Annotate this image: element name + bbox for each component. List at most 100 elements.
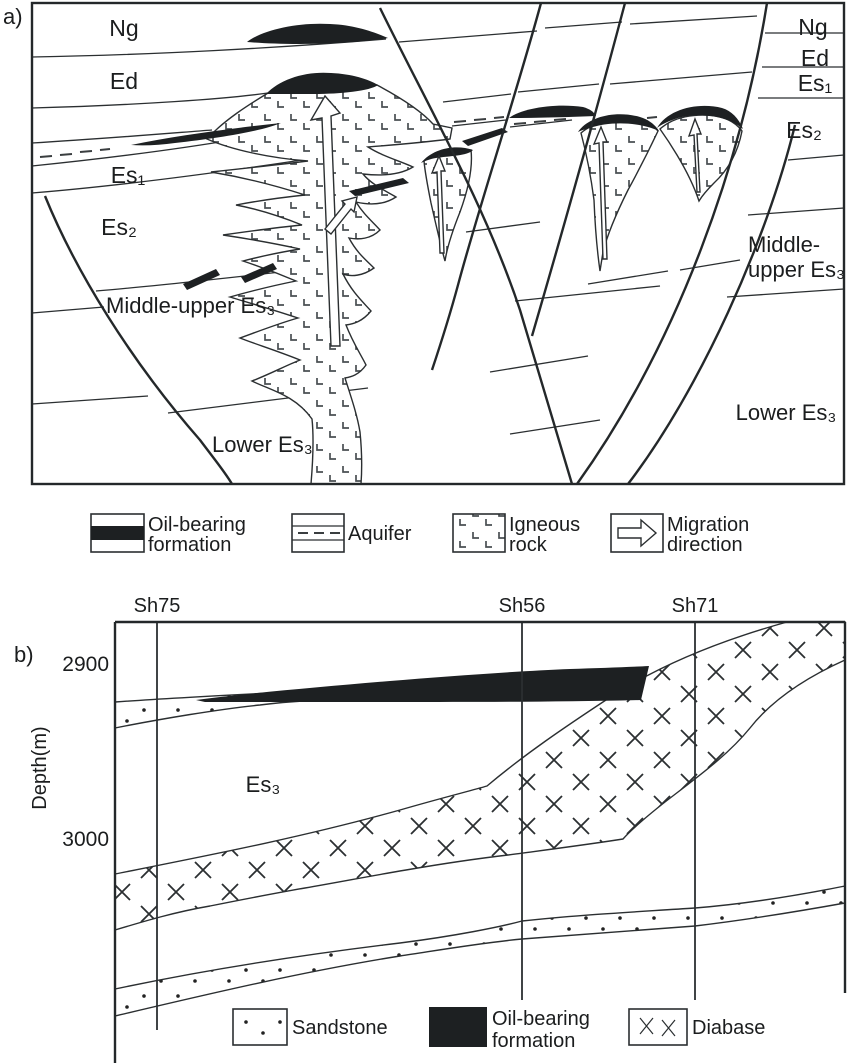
bed-left-deep-1 <box>31 306 105 314</box>
bed-g5 <box>609 71 753 85</box>
bedding-lines-right <box>398 15 845 435</box>
legend-sandstone: Sandstone <box>232 1008 388 1046</box>
legend-oil-label-2: formation <box>148 534 231 556</box>
fault-central-1 <box>378 7 574 485</box>
oil-lens-ed-crown <box>266 72 378 94</box>
stratum-ng-left: Ng <box>109 15 138 41</box>
bed-g6 <box>679 259 741 271</box>
bed-r6 <box>726 288 845 298</box>
bed-c2 <box>442 93 512 103</box>
sandstone-swatch <box>232 1008 288 1046</box>
faults <box>43 2 797 485</box>
bed-c6 <box>489 355 589 373</box>
stratum-lower-es3-left: Lower Es₃ <box>212 432 313 457</box>
panel-a-tag: a) <box>3 4 23 29</box>
depth-tick-3000: 3000 <box>62 828 109 851</box>
fault-left-listric <box>43 195 234 485</box>
bed-c5 <box>514 285 661 302</box>
legend-migration: Migration direction <box>610 513 749 556</box>
wells <box>156 622 696 1030</box>
legend-migration-label-1: Migration <box>667 514 749 536</box>
bed-r5 <box>747 207 845 216</box>
stratum-mid-right-line1: Middle- <box>748 232 820 257</box>
legend-sandstone-label: Sandstone <box>292 1017 388 1039</box>
oil-lens-es3-a <box>183 269 220 290</box>
bed-es1-base <box>31 157 316 194</box>
aquifer-dash-left <box>39 148 111 158</box>
aquifer-dash-center <box>453 116 505 123</box>
sandstone-lower-band <box>114 885 846 1017</box>
bed-left-deep-2 <box>31 395 149 405</box>
bed-g3 <box>509 119 573 128</box>
oil-lens-cap-funnel-3 <box>421 147 473 163</box>
bed-ed-base <box>31 92 269 109</box>
oil-lens-es3-b <box>241 263 277 283</box>
legend-migration-label-2: direction <box>667 534 743 556</box>
stratum-es3-b: Es₃ <box>246 772 281 797</box>
fault-right-1 <box>576 2 769 485</box>
stratum-mid-right-line2: upper Es₃ <box>748 257 845 282</box>
legend-oil-b-label-2: formation <box>492 1030 575 1052</box>
diabase-swatch-x-marks <box>639 1017 676 1037</box>
well-label-sh75: Sh75 <box>134 595 181 617</box>
legend-igneous: Igneous rock <box>452 513 580 556</box>
migration-arrow-funnel-1 <box>687 117 703 193</box>
migration-arrow-funnel-3 <box>430 154 447 254</box>
stratum-es1-left: Es₁ <box>111 162 146 188</box>
oil-lens-fault-left <box>462 128 508 146</box>
well-label-sh56: Sh56 <box>499 595 546 617</box>
fault-right-2 <box>627 124 797 485</box>
diabase-swatch <box>628 1008 688 1046</box>
fault-central-3 <box>530 2 627 337</box>
fault-central-2 <box>430 2 543 371</box>
migration-arrow-main <box>309 94 342 347</box>
legend-diabase: Diabase <box>628 1008 765 1046</box>
legend-igneous-label-2: rock <box>509 534 548 556</box>
legend-aquifer-label: Aquifer <box>348 523 412 545</box>
stratum-es1-right: Es₁ <box>798 70 833 96</box>
aquifer-swatch-lines <box>292 525 344 541</box>
igneous-funnel-3 <box>423 149 473 262</box>
bed-g2 <box>517 83 600 93</box>
oil-lens-sill <box>349 178 409 196</box>
bed-g1 <box>544 21 623 29</box>
legend-diabase-label: Diabase <box>692 1017 765 1039</box>
panel-a-cross-section: a) Ng Ed Es₁ Es₂ Middle-upper Es₃ Lower … <box>3 1 846 486</box>
depth-axis-label: Depth(m) <box>29 726 51 809</box>
bed-r7 <box>587 270 669 285</box>
oil-lens-es1-left <box>131 123 281 146</box>
stratum-ed-left: Ed <box>110 68 138 94</box>
oil-lenses <box>131 23 743 290</box>
bed-g4 <box>629 15 758 25</box>
panel-b-tag: b) <box>14 642 34 667</box>
bed-r4 <box>787 154 845 161</box>
depth-tick-2900: 2900 <box>62 653 109 676</box>
oil-bearing-lens-b <box>196 666 649 702</box>
igneous-funnel-2 <box>580 118 659 272</box>
stratum-es2-left: Es₂ <box>101 214 137 240</box>
oil-lens-cap-funnel-2 <box>578 114 659 132</box>
aquifer-top-line <box>31 129 213 144</box>
legend-oil-b-label-1: Oil-bearing <box>492 1008 590 1030</box>
migration-arrows <box>309 94 703 347</box>
panel-a-border <box>30 1 846 486</box>
panel-a-labels: a) Ng Ed Es₁ Es₂ Middle-upper Es₃ Lower … <box>3 4 845 457</box>
igneous-bodies <box>205 84 743 485</box>
legend-panel-a: Oil-bearing formation Aquifer Igneous ro… <box>90 513 749 556</box>
oil-formation-band <box>91 526 144 540</box>
legend-oil-formation-b: Oil-bearing formation <box>429 1007 590 1052</box>
stratum-es2-right: Es₂ <box>786 117 822 143</box>
stratum-ed-right: Ed <box>801 45 829 71</box>
migration-arrow-branch <box>324 196 358 235</box>
well-label-sh71: Sh71 <box>672 595 719 617</box>
migration-swatch-arrow <box>617 518 658 548</box>
stratum-lower-es3-right: Lower Es₃ <box>736 400 837 425</box>
panel-b-labels: b) Sh75 Sh56 Sh71 2900 3000 Depth(m) Es₃ <box>14 595 718 851</box>
aquifer-dashes <box>39 116 658 158</box>
oil-lens-fault-right <box>509 105 596 118</box>
legend-oil-formation: Oil-bearing formation <box>90 513 246 556</box>
bed-c3 <box>451 119 507 127</box>
oil-formation-swatch-b <box>429 1007 487 1047</box>
